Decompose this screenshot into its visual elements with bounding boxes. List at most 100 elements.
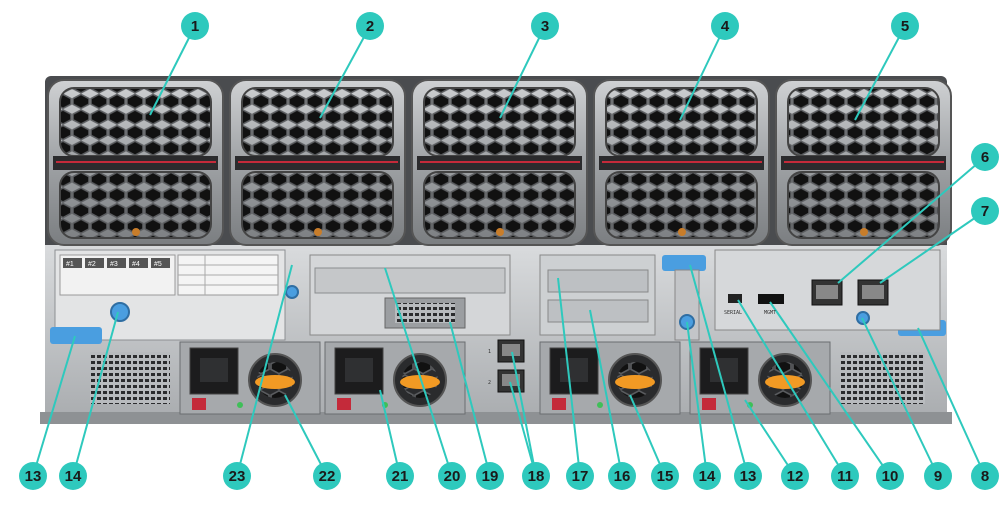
fan-module[interactable] [229,79,406,246]
callout-number: 1 [191,18,199,35]
callout-number: 12 [787,468,804,485]
psu-release-tab[interactable] [192,398,206,410]
module-tab-label: #4 [132,261,140,268]
handle-left[interactable] [50,327,102,344]
psu-release-tab[interactable] [702,398,716,410]
serial-port[interactable] [728,294,742,303]
module-tab-label: #1 [66,261,74,268]
port-label-2: 2 [488,380,491,386]
power-supply[interactable] [179,341,321,415]
callout-number: 22 [319,468,336,485]
callout-12: 12 [744,399,809,490]
handle-center[interactable] [662,255,706,271]
callout-number: 13 [25,468,42,485]
power-inlet[interactable] [549,347,599,395]
module-tab [107,258,126,268]
psu-handle[interactable] [615,375,655,389]
psu-handle[interactable] [400,375,440,389]
psu-handle[interactable] [255,375,295,389]
callout-number: 17 [572,468,589,485]
fan-module[interactable] [775,79,952,246]
callout-3: 3 [499,12,559,119]
psu-status-led [237,402,243,408]
psu-status-led [597,402,603,408]
callout-number: 8 [981,468,989,485]
center-ports [497,339,525,393]
callout-number: 9 [934,468,942,485]
module-tab [151,258,170,268]
callout-8: 8 [917,327,999,490]
pcie-area [309,254,656,336]
mgmt-port[interactable] [758,294,784,304]
callout-number: 11 [837,468,853,485]
callout-22: 22 [284,394,341,490]
callout-number: 3 [541,18,549,35]
module-tab-label: #5 [154,261,162,268]
thumbscrew-center[interactable] [285,285,299,299]
callout-23: 23 [223,264,293,490]
callout-20: 20 [384,267,466,490]
callout-5: 5 [854,12,919,121]
callout-number: 20 [444,468,461,485]
psu-handle[interactable] [765,375,805,389]
callout-14a: 14 [59,311,119,490]
callout-number: 16 [614,468,631,485]
callout-16: 16 [589,309,636,490]
callout-21: 21 [379,389,414,490]
module-tab-label: #2 [88,261,96,268]
callout-number: 15 [657,468,674,485]
callout-14b: 14 [686,321,721,490]
module-tab [85,258,104,268]
callout-number: 21 [392,468,409,485]
callout-17: 17 [557,277,594,490]
callout-1: 1 [149,12,209,116]
fan-module[interactable] [593,79,770,246]
psu-release-tab[interactable] [337,398,351,410]
callout-13b: 13 [689,264,762,490]
module-tab-label: #3 [110,261,118,268]
power-supply[interactable] [539,341,681,415]
port-label-1: 1 [488,349,491,355]
callout-number: 18 [528,468,545,485]
fan-module[interactable] [47,79,224,246]
power-inlet[interactable] [334,347,384,395]
module-tab [63,258,82,268]
callout-number: 4 [721,18,730,35]
callout-6: 6 [837,143,999,284]
fan-module[interactable] [411,79,588,246]
callout-number: 23 [229,468,246,485]
left-module-panel: #1 #2 #3 #4 #5 [54,249,299,341]
callout-number: 13 [740,468,757,485]
mgmt-label: MGMT [764,310,776,316]
callout-number: 10 [882,468,899,485]
power-supply[interactable] [689,341,831,415]
psu-row [179,341,831,415]
serial-label: SERIAL [724,310,742,316]
module-tab [129,258,148,268]
io-panel [714,249,941,331]
callout-number: 6 [981,149,989,166]
callout-9: 9 [861,317,952,490]
callout-13a: 13 [19,335,76,490]
callout-10: 10 [769,301,904,490]
callout-7: 7 [879,197,999,284]
vent-grille-left [90,352,170,404]
callout-number: 14 [699,468,716,485]
fan-row [47,79,952,246]
callout-number: 14 [65,468,82,485]
chassis-base [40,412,952,424]
callout-2: 2 [319,12,384,119]
callout-4: 4 [679,12,739,121]
thumbscrew-left[interactable] [110,302,130,322]
psu-release-tab[interactable] [552,398,566,410]
callout-11: 11 [737,299,859,490]
power-supply[interactable] [324,341,466,415]
callout-number: 19 [482,468,499,485]
callout-19: 19 [449,321,504,490]
callout-number: 2 [366,18,374,35]
callout-number: 5 [901,18,909,35]
callout-number: 7 [981,203,989,220]
